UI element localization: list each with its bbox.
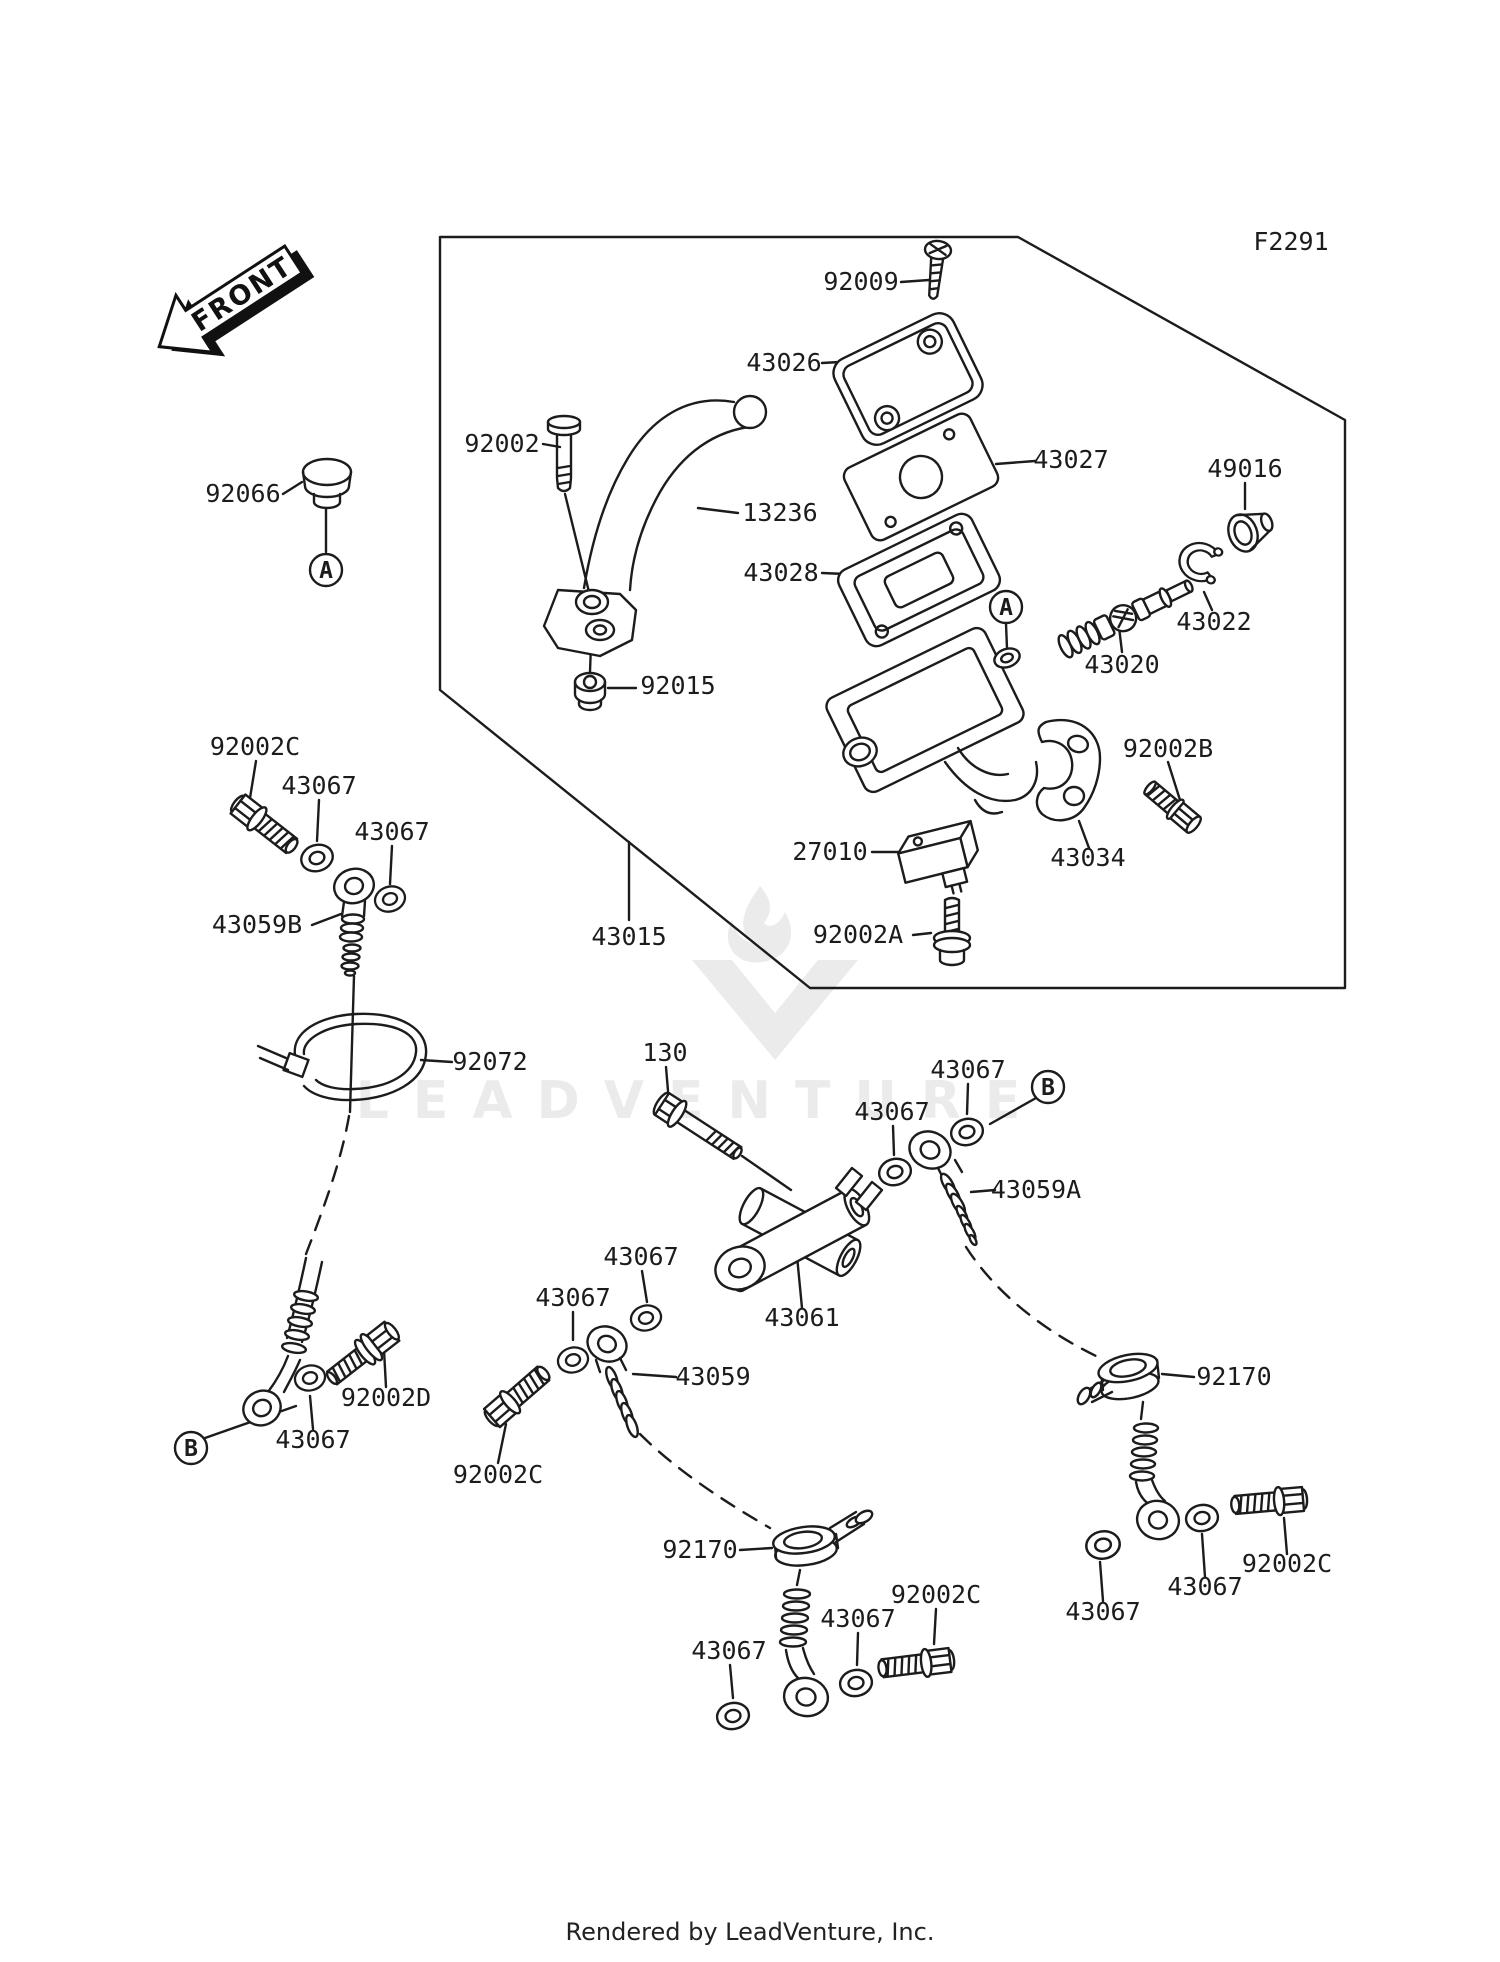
part-label-92002-2: 92002 bbox=[464, 429, 539, 458]
reservoir-plug-part bbox=[301, 457, 353, 510]
part-label-43022-7: 43022 bbox=[1176, 607, 1251, 636]
part-label-92002c-39: 92002C bbox=[1242, 1549, 1332, 1578]
svg-text:A: A bbox=[999, 595, 1013, 621]
diaphragm-part bbox=[836, 512, 1002, 648]
part-label-43020-8: 43020 bbox=[1084, 650, 1159, 679]
washer-43067 bbox=[553, 1342, 593, 1378]
switch-screw-part bbox=[932, 896, 972, 967]
reservoir-cap-part bbox=[832, 312, 984, 446]
part-label-43034-12: 43034 bbox=[1050, 843, 1125, 872]
bolt-92002d-part bbox=[325, 1320, 401, 1386]
part-label-43027-4: 43027 bbox=[1033, 445, 1108, 474]
reference-circle-a-0: A bbox=[308, 552, 344, 588]
part-label-92002c-16: 92002C bbox=[210, 732, 300, 761]
part-label-92002c-30: 92002C bbox=[453, 1460, 543, 1489]
washer-43067 bbox=[874, 1154, 916, 1190]
part-label-92002c-35: 92002C bbox=[891, 1580, 981, 1609]
footer-credit: Rendered by LeadVenture, Inc. bbox=[566, 1918, 935, 1946]
part-label-43061-27: 43061 bbox=[764, 1303, 839, 1332]
figure-code: F2291 bbox=[1253, 227, 1328, 256]
brake-hose-lower-left-part bbox=[242, 1256, 324, 1427]
washer-43067 bbox=[1082, 1527, 1124, 1563]
cap-plate-part bbox=[842, 412, 1000, 542]
joint-bolt-130-part bbox=[652, 1091, 743, 1161]
brake-hose-upper-fitting-part bbox=[332, 867, 376, 977]
lever-pivot-bolt-part bbox=[546, 414, 582, 493]
leadventure-watermark: LEADVENTURE bbox=[356, 886, 1045, 1131]
washer-43067 bbox=[296, 839, 338, 877]
banjo-bolt-92002c-bottom-middle bbox=[875, 1644, 957, 1684]
circlip-part bbox=[1178, 541, 1224, 585]
reference-circle-b-3: B bbox=[173, 1430, 209, 1466]
reference-circle-b-2: B bbox=[1030, 1069, 1066, 1105]
part-label-43067-22: 43067 bbox=[854, 1097, 929, 1126]
handlebar-clamp-part bbox=[1035, 718, 1102, 822]
part-label-92170-36: 92170 bbox=[1196, 1362, 1271, 1391]
part-label-92170-32: 92170 bbox=[662, 1535, 737, 1564]
reference-circle-a-1: A bbox=[988, 589, 1024, 625]
svg-text:B: B bbox=[184, 1436, 198, 1462]
brake-hose-bottom-right-part bbox=[1128, 1422, 1181, 1541]
washer-43067 bbox=[1182, 1501, 1222, 1535]
assembly-box-outline bbox=[438, 235, 1347, 990]
svg-text:A: A bbox=[319, 558, 333, 584]
part-label-43067-17: 43067 bbox=[281, 771, 356, 800]
piston-assembly-part bbox=[1057, 579, 1194, 659]
part-label-43067-18: 43067 bbox=[354, 817, 429, 846]
part-label-92072-20: 92072 bbox=[452, 1047, 527, 1076]
part-label-92002d-28: 92002D bbox=[341, 1383, 431, 1412]
part-label-43067-23: 43067 bbox=[930, 1055, 1005, 1084]
brake-hose-bottom-middle-part bbox=[778, 1588, 830, 1718]
leader-lines bbox=[203, 278, 1289, 1700]
part-label-43067-26: 43067 bbox=[535, 1283, 610, 1312]
master-cylinder-body-part bbox=[825, 626, 1039, 815]
part-label-43059b-19: 43059B bbox=[212, 910, 302, 939]
part-label-43028-6: 43028 bbox=[743, 558, 818, 587]
part-label-43026-1: 43026 bbox=[746, 348, 821, 377]
part-label-92009-0: 92009 bbox=[823, 267, 898, 296]
reservoir-cap-screw-part bbox=[923, 239, 953, 300]
part-label-27010-13: 27010 bbox=[792, 837, 867, 866]
banjo-bolt-92002c-mid bbox=[478, 1358, 557, 1433]
lever-pivot-nut-part bbox=[573, 671, 607, 712]
part-label-43059a-24: 43059A bbox=[991, 1175, 1081, 1204]
washer-43067 bbox=[713, 1699, 753, 1733]
banjo-bolt-92002c-bottom-right bbox=[1228, 1483, 1310, 1521]
cable-tie-part bbox=[256, 1012, 428, 1102]
svg-text:B: B bbox=[1041, 1075, 1055, 1101]
brake-hose-43059a-part bbox=[908, 1130, 978, 1247]
part-label-43067-38: 43067 bbox=[1167, 1572, 1242, 1601]
part-label-92002b-11: 92002B bbox=[1123, 734, 1213, 763]
front-arrow-icon: FRONT bbox=[157, 244, 315, 357]
brake-switch-part bbox=[897, 819, 979, 895]
washer-43067 bbox=[370, 881, 410, 917]
clamp-bolt-part bbox=[1143, 780, 1202, 834]
washer-43067 bbox=[626, 1300, 666, 1336]
washer-43067 bbox=[836, 1666, 876, 1700]
part-label-43067-33: 43067 bbox=[691, 1636, 766, 1665]
brake-hose-43059-part bbox=[586, 1325, 639, 1439]
watermark-text: LEADVENTURE bbox=[356, 1071, 1045, 1131]
part-label-43067-25: 43067 bbox=[603, 1242, 678, 1271]
part-label-43067-29: 43067 bbox=[275, 1425, 350, 1454]
part-label-43015-15: 43015 bbox=[591, 922, 666, 951]
part-label-92002a-14: 92002A bbox=[813, 920, 903, 949]
hose-joint-92170-right bbox=[1076, 1352, 1161, 1406]
hose-joint-92170-middle bbox=[772, 1509, 874, 1567]
part-label-49016-5: 49016 bbox=[1207, 454, 1282, 483]
part-label-130-21: 130 bbox=[642, 1038, 687, 1067]
part-label-43067-34: 43067 bbox=[820, 1604, 895, 1633]
part-label-43059-31: 43059 bbox=[675, 1362, 750, 1391]
part-label-43067-37: 43067 bbox=[1065, 1597, 1140, 1626]
part-label-13236-3: 13236 bbox=[742, 498, 817, 527]
part-label-92066-10: 92066 bbox=[205, 479, 280, 508]
banjo-bolt-92002c-left bbox=[225, 789, 305, 861]
junction-43061-part bbox=[714, 1166, 884, 1293]
brake-lever-part bbox=[542, 394, 768, 658]
dust-boot-part bbox=[1227, 512, 1274, 553]
part-label-92015-9: 92015 bbox=[640, 671, 715, 700]
